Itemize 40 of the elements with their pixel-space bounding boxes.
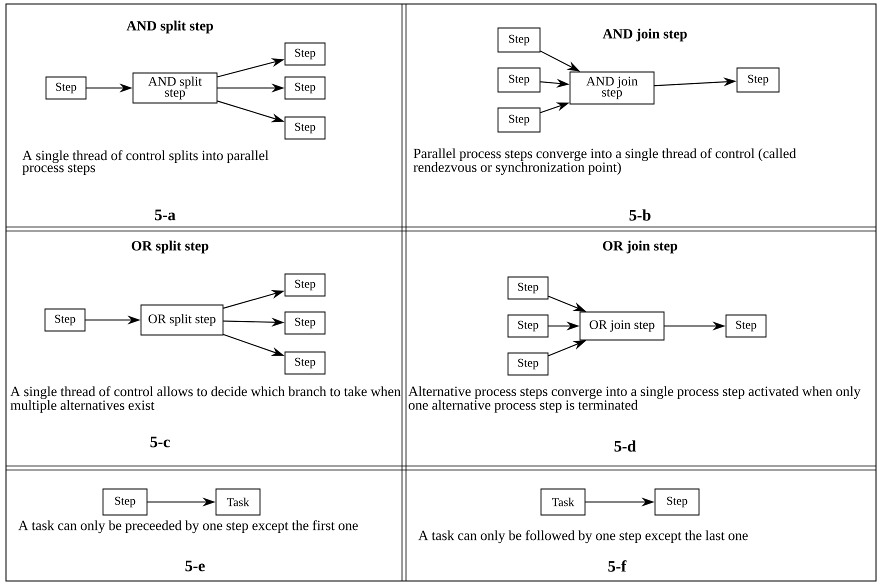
figure-number: 5-c — [150, 436, 170, 448]
step-box: Step — [508, 314, 548, 338]
step-box: Task — [540, 488, 586, 516]
process-box: AND split step — [132, 72, 218, 104]
step-box: Step — [102, 488, 148, 516]
description-text: Alternative process steps converge into a single process step activated when only one alternative process step is terminated — [408, 386, 861, 413]
step-box: Step — [508, 352, 548, 376]
figure-number: 5-e — [185, 560, 205, 572]
process-box: OR join step — [580, 312, 664, 340]
description-text: A single thread of control splits into parallel process steps — [22, 150, 268, 176]
step-box: Step — [284, 274, 326, 296]
description-text: A single thread of control allows to decide which branch to take when multiple alternatives exist — [10, 386, 401, 413]
panel-title: OR split step — [132, 240, 208, 254]
panel-title: AND split step — [126, 20, 213, 34]
step-box: Step — [46, 76, 86, 100]
step-box: Step — [284, 42, 326, 66]
step-box: Step — [284, 76, 326, 100]
figure-number: 5-f — [608, 560, 626, 572]
figure-number: 5-b — [630, 209, 650, 221]
step-box: Step — [498, 68, 540, 92]
step-box: Step — [284, 312, 326, 334]
step-box: Step — [726, 314, 766, 338]
step-box: Step — [736, 68, 780, 92]
step-box: Step — [44, 308, 86, 332]
step-box: Step — [284, 352, 326, 374]
panel-title: AND join step — [602, 28, 687, 42]
figure-number: 5-a — [154, 210, 176, 220]
step-box: Step — [284, 116, 326, 140]
description-text: A task can only be followed by one step except the last one — [418, 530, 748, 544]
figure-number: 5-d — [614, 440, 636, 452]
step-box: Task — [216, 488, 260, 516]
step-box: Step — [654, 488, 700, 516]
process-box: OR split step — [140, 304, 224, 336]
description-text: A task can only be preceeded by one step except the first one — [18, 520, 358, 534]
description-text: Parallel process steps converge into a single thread of control (called rendezvous or synchronization point) — [414, 148, 796, 175]
process-box: AND join step — [570, 72, 654, 104]
step-box: Step — [498, 28, 540, 52]
step-box: Step — [508, 276, 548, 300]
panel-title: OR join step — [602, 240, 678, 254]
step-box: Step — [498, 108, 540, 132]
